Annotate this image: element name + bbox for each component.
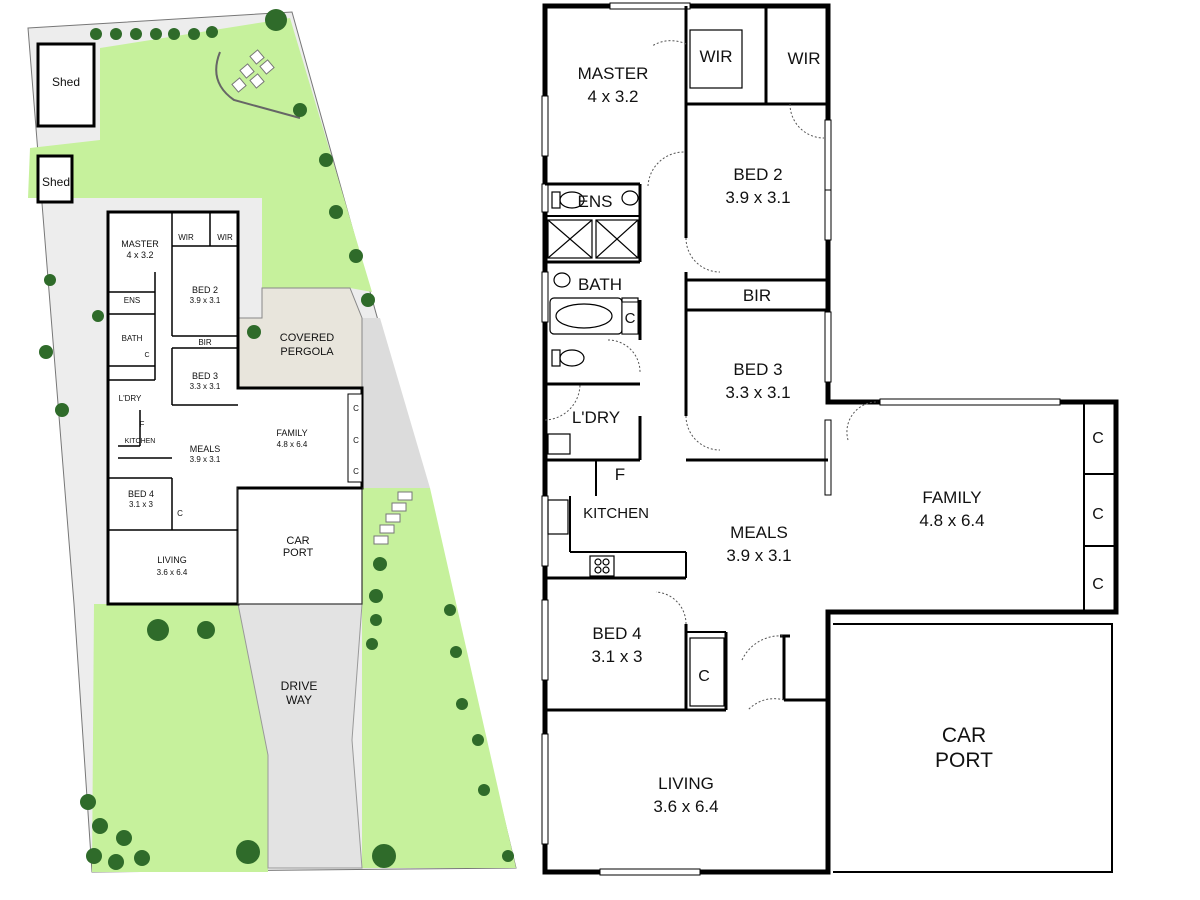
mini-ens-label: ENS (124, 296, 140, 305)
family-cupboard-1: C (1092, 430, 1104, 447)
mini-family-cupboard-2: C (353, 436, 359, 445)
mini-room-labels: MASTER 4 x 3.2 WIR WIR BED 2 3.9 x 3.1 E… (119, 233, 363, 577)
windows (541, 2, 1061, 876)
bed4-label: BED 4 (592, 624, 641, 643)
wir-1-label: WIR (699, 47, 732, 66)
carport-label-line1: CAR (286, 535, 309, 547)
shed-1-label: Shed (52, 75, 80, 89)
meals-size: 3.9 x 3.1 (726, 546, 791, 565)
bed4-size: 3.1 x 3 (591, 647, 642, 666)
living-label: LIVING (658, 774, 714, 793)
meals-label: MEALS (730, 523, 788, 542)
fridge-label: F (615, 465, 625, 484)
mini-living-size: 3.6 x 6.4 (157, 568, 188, 577)
mini-bath-cupboard: C (144, 352, 149, 359)
mini-fridge-label: F (140, 420, 145, 429)
mini-master-label: MASTER (121, 239, 159, 249)
mini-meals-size: 3.9 x 3.1 (190, 455, 221, 464)
stepping-stones (231, 49, 413, 545)
mini-wir-2-label: WIR (217, 233, 233, 242)
carport-label-line1-detail: CAR (942, 724, 986, 747)
site-plan: Shed Shed COVERED PERGOLA CAR PORT DRIVE… (27, 9, 517, 873)
bed2-size: 3.9 x 3.1 (725, 188, 790, 207)
mini-master-size: 4 x 3.2 (126, 250, 153, 260)
mini-bed3-label: BED 3 (192, 371, 218, 381)
garden-path (215, 51, 301, 119)
driveway-label-line1: DRIVE (281, 679, 318, 693)
ldry-label: L'DRY (572, 408, 620, 427)
mini-meals-label: MEALS (190, 444, 221, 454)
left-lawn-strip (28, 148, 30, 198)
shed-2 (36, 154, 74, 204)
mini-bir-label: BIR (198, 338, 212, 347)
carport-area (237, 487, 363, 605)
cupboards (621, 301, 725, 707)
right-side-paving (362, 318, 430, 488)
front-left-lawn (92, 604, 268, 872)
master-size: 4 x 3.2 (587, 87, 638, 106)
master-label: MASTER (578, 64, 649, 83)
shed-2-label: Shed (42, 175, 70, 189)
bed2-label: BED 2 (733, 165, 782, 184)
mini-family-label: FAMILY (276, 428, 307, 438)
mini-family-size: 4.8 x 6.4 (277, 440, 308, 449)
carport-label-line2: PORT (283, 547, 314, 559)
mini-living-label: LIVING (157, 555, 187, 565)
ens-label: ENS (578, 192, 613, 211)
mini-wir-1-label: WIR (178, 233, 194, 242)
kitchen-label: KITCHEN (583, 505, 649, 522)
mini-bed4-size: 3.1 x 3 (129, 500, 154, 509)
mini-bed2-size: 3.9 x 3.1 (190, 296, 221, 305)
bed3-size: 3.3 x 3.1 (725, 383, 790, 402)
mini-interior-walls (108, 212, 238, 531)
bir-label: BIR (743, 286, 771, 305)
family-cupboard-2: C (1092, 506, 1104, 523)
bath-label: BATH (578, 275, 622, 294)
bed3-label: BED 3 (733, 360, 782, 379)
shed-1 (36, 42, 96, 128)
family-size: 4.8 x 6.4 (919, 511, 984, 530)
pergola-label-line1: COVERED (280, 332, 334, 344)
bath-cupboard-label: C (625, 310, 636, 327)
wir-2-label: WIR (787, 49, 820, 68)
mini-bath-label: BATH (122, 334, 143, 343)
driveway-label-line2: WAY (286, 693, 312, 707)
door-swings (544, 40, 879, 711)
mini-bed2-label: BED 2 (192, 285, 218, 295)
carport-label-line2-detail: PORT (935, 749, 993, 772)
mini-family-cupboard-1: C (353, 404, 359, 413)
mini-ldry-label: L'DRY (119, 394, 142, 403)
front-right-lawn (362, 488, 516, 868)
interior-walls (545, 6, 1116, 712)
back-lawn (30, 18, 372, 292)
mini-bed4-cupboard: C (177, 509, 183, 518)
trees (39, 9, 514, 870)
family-cupboard-3: C (1092, 576, 1104, 593)
mini-bed3-size: 3.3 x 3.1 (190, 382, 221, 391)
room-labels: MASTER 4 x 3.2 WIR WIR BED 2 3.9 x 3.1 E… (572, 47, 1104, 816)
living-size: 3.6 x 6.4 (653, 797, 718, 816)
fixtures (547, 29, 743, 577)
floor-plan: MASTER 4 x 3.2 WIR WIR BED 2 3.9 x 3.1 E… (541, 2, 1119, 876)
mini-bed4-label: BED 4 (128, 489, 154, 499)
pergola-label-line2: PERGOLA (280, 346, 334, 358)
mini-family-cupboard-3: C (353, 467, 359, 476)
mini-kitchen-label: KITCHEN (125, 438, 156, 445)
bed4-cupboard-label: C (698, 668, 710, 685)
family-label: FAMILY (922, 488, 981, 507)
